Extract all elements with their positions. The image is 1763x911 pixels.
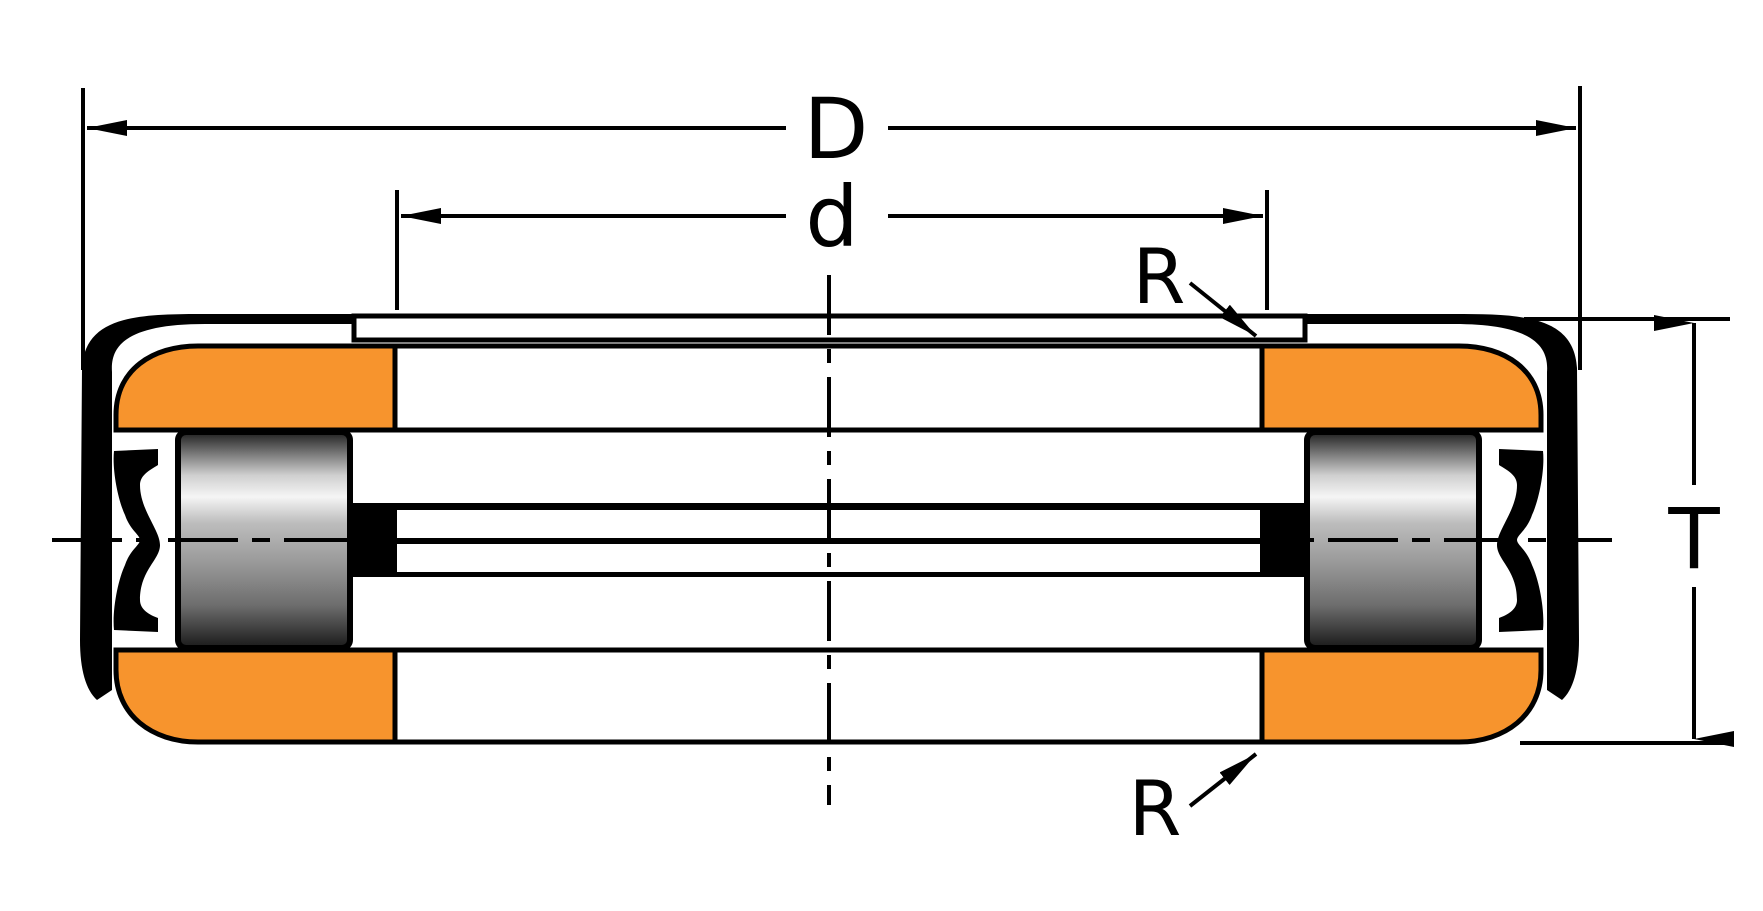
outer-housing <box>80 314 352 700</box>
outer-housing-right <box>1307 314 1579 700</box>
label-T: T <box>1667 490 1720 588</box>
ring-bottom-left <box>113 647 398 745</box>
label-d: d <box>805 168 858 266</box>
cage-end-left <box>113 449 160 632</box>
label-R-top: R <box>1133 232 1186 321</box>
dimension-T <box>1520 315 1734 747</box>
radius-bottom-leader <box>1188 752 1258 808</box>
ring-top-left <box>113 343 398 433</box>
label-R-bottom: R <box>1129 764 1182 853</box>
roller-left-stub <box>350 503 372 577</box>
ring-top-right <box>1259 343 1544 433</box>
radius-top-leader <box>1188 281 1258 338</box>
dimension-D <box>81 86 1582 370</box>
dimension-d <box>395 190 1269 310</box>
centerlines <box>52 275 1612 805</box>
cage-end-right <box>1497 449 1544 632</box>
label-D: D <box>804 80 869 178</box>
ring-bottom-right <box>1259 647 1544 745</box>
